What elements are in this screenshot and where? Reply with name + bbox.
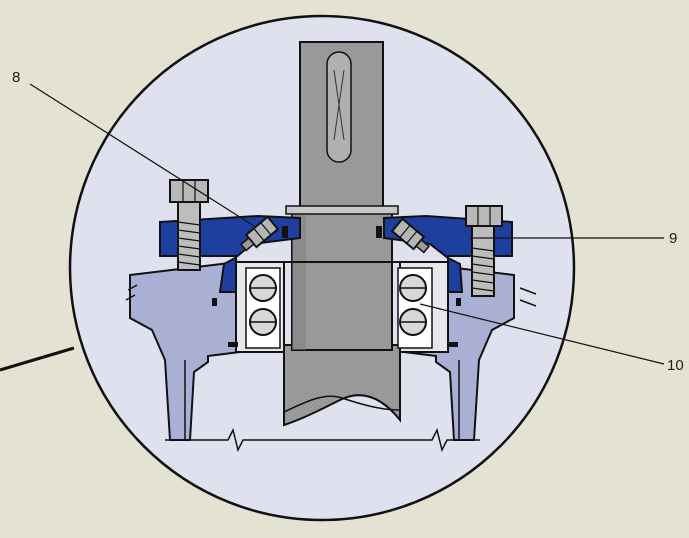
seal-right-top — [376, 226, 382, 238]
shaft-journal-shadow — [292, 210, 306, 350]
hex-bolt-icon — [169, 179, 209, 271]
callout-label-10: 10 — [667, 357, 684, 374]
grease-nipple-icon — [390, 217, 431, 254]
bearing-left — [245, 267, 281, 349]
seal-right-side — [456, 298, 461, 306]
seal-left-top — [282, 226, 288, 238]
seal-left-side — [212, 298, 217, 306]
shaft-lower — [283, 344, 401, 427]
flange-break-left — [125, 284, 138, 301]
shaft-break-line — [283, 395, 401, 413]
hex-bolt-icon — [465, 205, 503, 297]
callout-label-9: 9 — [669, 230, 677, 247]
spacer-ring — [285, 205, 399, 215]
callout-leader-8 — [29, 83, 255, 227]
callout-leader-10 — [419, 303, 665, 365]
shaft-journal — [291, 209, 393, 351]
grease-nipple-icon — [239, 215, 280, 252]
seal-left-bottom — [228, 342, 238, 347]
seal-right-bottom — [448, 342, 458, 347]
callout-label-8: 8 — [12, 69, 20, 86]
bearing-right — [397, 267, 433, 349]
flange-break-right — [519, 287, 537, 307]
detail-content — [125, 41, 537, 453]
detail-leader-line — [0, 346, 75, 372]
keyway-detail — [333, 69, 345, 141]
base-line — [165, 427, 480, 453]
